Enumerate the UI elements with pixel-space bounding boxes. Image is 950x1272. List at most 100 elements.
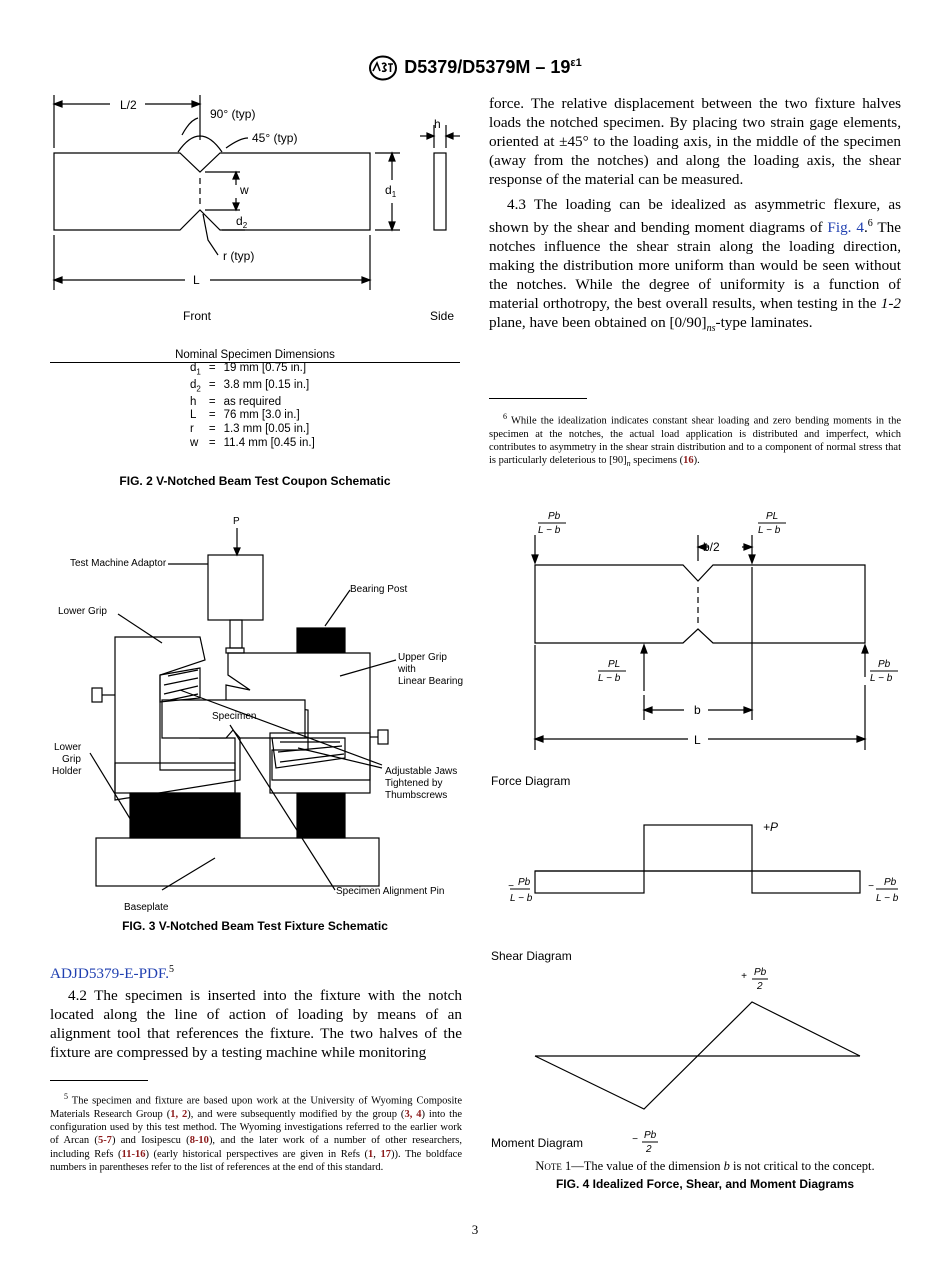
page-number: 3 bbox=[471, 1222, 479, 1237]
fig3-label-upper-grip-1: Upper Grip bbox=[398, 652, 447, 663]
fig3-label-baseplate: Baseplate bbox=[124, 902, 169, 913]
dimension-val: 3.8 mm [0.15 in.] bbox=[223, 378, 310, 391]
fig2-label-side: Side bbox=[430, 309, 454, 323]
designation: D5379/D5379M – 19 bbox=[404, 56, 571, 77]
dimension-sym: d2 bbox=[190, 378, 201, 394]
fig2-dimension-table: d1 = 19 mm [0.75 in.] d2 = 3.8 mm [0.15 in.] h… bbox=[186, 362, 319, 450]
svg-text:PL: PL bbox=[766, 511, 778, 522]
force-diagram-title: Force Diagram bbox=[491, 774, 570, 788]
shear-diagram-title: Shear Diagram bbox=[491, 949, 572, 963]
fig3-label-holder-1: Lower bbox=[54, 742, 82, 753]
dimension-row: d2 = 3.8 mm [0.15 in.] bbox=[186, 379, 319, 396]
svg-text:PL: PL bbox=[608, 659, 620, 670]
svg-text:Pb: Pb bbox=[878, 659, 891, 670]
fig2-label-front: Front bbox=[183, 309, 212, 323]
dimension-val: 1.3 mm [0.05 in.] bbox=[223, 422, 310, 435]
fig3-label-adaptor: Test Machine Adaptor bbox=[70, 558, 167, 569]
fig4-label-plus-p: +P bbox=[763, 820, 778, 834]
fig2-label-45: 45° (typ) bbox=[252, 131, 297, 145]
footnote-6: 6 While the idealization indicates const… bbox=[489, 412, 902, 469]
moment-diagram-title: Moment Diagram bbox=[491, 1136, 583, 1150]
svg-text:L − b: L − b bbox=[510, 893, 533, 904]
fig3-caption: FIG. 3 V-Notched Beam Test Fixture Schem… bbox=[122, 919, 388, 933]
dimension-eq: = bbox=[208, 436, 216, 449]
fig2-label-d2: d2 bbox=[236, 214, 248, 230]
paragraph-4-3: 4.3 The loading can be idealized as asym… bbox=[489, 196, 901, 335]
dimension-row: L = 76 mm [3.0 in.] bbox=[186, 409, 319, 423]
paragraph-continued: force. The relative displacement between… bbox=[489, 95, 901, 188]
svg-text:L − b: L − b bbox=[758, 525, 781, 536]
fig4-label-b: b bbox=[694, 703, 701, 717]
fig2-label-w: w bbox=[239, 183, 249, 197]
fig2-label-r: r (typ) bbox=[223, 249, 254, 263]
dimension-val: as required bbox=[223, 395, 282, 408]
svg-text:−: − bbox=[508, 881, 514, 892]
fig2-label-half-length: L/2 bbox=[120, 98, 137, 112]
svg-text:L − b: L − b bbox=[870, 673, 893, 684]
fig4-caption: FIG. 4 Idealized Force, Shear, and Momen… bbox=[555, 1177, 855, 1191]
fig3-label-lower-grip: Lower Grip bbox=[58, 606, 107, 617]
dimension-val: 76 mm [3.0 in.] bbox=[223, 409, 300, 422]
fig3-label-upper-grip-2: with bbox=[397, 664, 416, 675]
dimension-val: 19 mm [0.75 in.] bbox=[223, 362, 307, 374]
fig2-label-90: 90° (typ) bbox=[210, 107, 255, 121]
dimension-eq: = bbox=[208, 422, 216, 435]
dimension-sym: h bbox=[190, 395, 197, 408]
dimension-sym: d1 bbox=[190, 362, 201, 377]
fig4-label-half-b: b/2 bbox=[703, 540, 720, 554]
svg-text:L − b: L − b bbox=[538, 525, 561, 536]
dimension-sym: r bbox=[190, 422, 194, 435]
dimension-eq: = bbox=[208, 378, 216, 391]
dimension-eq: = bbox=[208, 395, 216, 408]
fig3-label-holder-3: Holder bbox=[52, 766, 82, 777]
fig3-label-specimen: Specimen bbox=[212, 711, 256, 722]
dimension-sym: w bbox=[190, 436, 199, 449]
dimension-eq: = bbox=[208, 409, 216, 422]
fig2-label-L: L bbox=[193, 273, 200, 287]
fig3-label-jaws-2: Tightened by bbox=[385, 778, 442, 789]
paragraph-4-2: 4.2 The specimen is inserted into the fi… bbox=[50, 987, 462, 1061]
svg-text:Pb: Pb bbox=[754, 967, 767, 978]
fig2-table-title: Nominal Specimen Dimensions bbox=[50, 348, 460, 363]
svg-text:Pb: Pb bbox=[644, 1130, 657, 1141]
svg-text:−: − bbox=[632, 1134, 638, 1145]
fig3-fixture-drawing: P Test Machine Adaptor Bearing Post Lowe… bbox=[52, 516, 463, 913]
fig3-label-p: P bbox=[233, 516, 240, 527]
dimension-sym: L bbox=[190, 409, 197, 422]
svg-text:2: 2 bbox=[756, 981, 763, 992]
footnote-5: 5 The specimen and fixture are based upo… bbox=[50, 1092, 463, 1173]
svg-text:−: − bbox=[868, 881, 874, 892]
fig4-note: Note 1—The value of the dimension b is n… bbox=[535, 1159, 875, 1173]
fig2-label-d1: d1 bbox=[385, 183, 397, 199]
link-paragraph: ADJD5379-E-PDF.5 bbox=[50, 964, 175, 983]
designation-superscript: ε1 bbox=[570, 56, 582, 69]
dimension-row: w=11.4 mm [0.45 in.] bbox=[186, 437, 319, 451]
fig3-label-upper-grip-3: Linear Bearing bbox=[398, 676, 463, 687]
svg-text:2: 2 bbox=[645, 1144, 652, 1155]
fig2-coupon-drawing: L/2 90° (typ) 45° (typ) h w d1 d2 r (typ… bbox=[52, 95, 460, 323]
dimension-row: h = as required bbox=[186, 396, 319, 410]
dimension-row: r = 1.3 mm [0.05 in.] bbox=[186, 423, 319, 437]
fig4-diagrams: PbL − b PLL − b PLL − b PbL − b −PbL − b… bbox=[491, 511, 899, 1155]
svg-text:L − b: L − b bbox=[598, 673, 621, 684]
fig3-label-jaws-1: Adjustable Jaws bbox=[385, 766, 457, 777]
dimension-row: d1 = 19 mm [0.75 in.] bbox=[186, 362, 319, 379]
svg-text:L − b: L − b bbox=[876, 893, 899, 904]
fig3-label-alignment-pin: Specimen Alignment Pin bbox=[336, 886, 444, 897]
svg-text:Pb: Pb bbox=[518, 877, 531, 888]
svg-text:+: + bbox=[741, 971, 747, 982]
fig3-label-holder-2: Grip bbox=[62, 754, 81, 765]
svg-text:Pb: Pb bbox=[548, 511, 561, 522]
fig3-label-bearing-post: Bearing Post bbox=[350, 584, 407, 595]
fig2-label-h: h bbox=[434, 117, 441, 131]
svg-text:Pb: Pb bbox=[884, 877, 897, 888]
footnote-rule-right bbox=[489, 398, 587, 399]
dimension-eq: = bbox=[208, 362, 216, 374]
fig3-label-jaws-3: Thumbscrews bbox=[385, 790, 447, 801]
page-header: D5379/D5379M – 19ε1 bbox=[0, 55, 950, 81]
fig4-link[interactable]: Fig. 4 bbox=[827, 219, 864, 237]
fig4-label-L: L bbox=[694, 733, 701, 747]
footnote-rule-left bbox=[50, 1080, 148, 1081]
adjunct-link[interactable]: ADJD5379-E-PDF. bbox=[50, 965, 170, 983]
astm-logo-icon bbox=[369, 55, 398, 81]
